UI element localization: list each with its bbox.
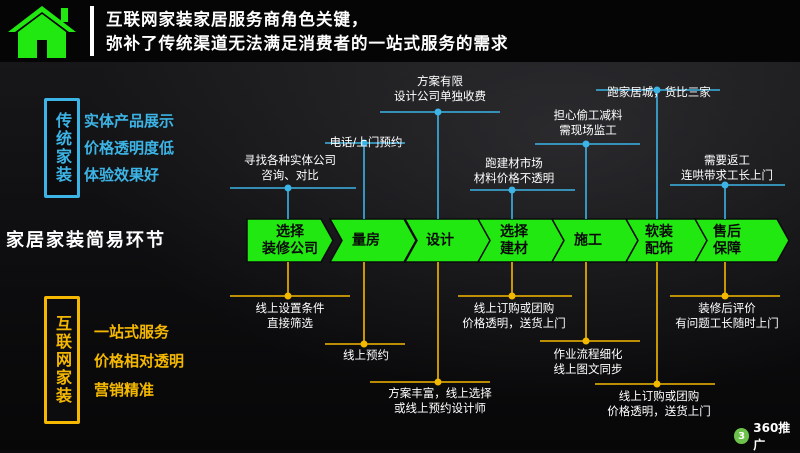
callout-line: 方案丰富，线上选择: [388, 386, 492, 400]
internet-label: 互联网家装: [53, 315, 72, 405]
internet-callout: 线上订购或团购价格透明，送货上门: [607, 389, 711, 419]
page-title: 互联网家装家居服务商角色关键， 弥补了传统渠道无法满足消费者的一站式服务的需求: [106, 8, 509, 56]
header-band: [0, 0, 800, 62]
traditional-label-box: 传统家装: [44, 98, 80, 198]
internet-node: [582, 337, 590, 345]
logo-text: 360推广: [753, 421, 791, 452]
callout-line: 线上预约: [343, 348, 389, 362]
internet-features: 一站式服务 价格相对透明 营销精准: [94, 318, 184, 405]
internet-node: [360, 340, 368, 348]
stage-label-line: 建材: [500, 240, 528, 257]
callout-line: 担心偷工减料: [553, 108, 623, 122]
stage-label-line: 保障: [713, 240, 741, 257]
callout-line: 电话/上门预约: [329, 135, 403, 149]
title-line-2: 弥补了传统渠道无法满足消费者的一站式服务的需求: [106, 34, 509, 53]
stage-label-line: 选择: [500, 223, 528, 240]
stage-label: 施工: [574, 232, 602, 249]
stage-label-line: 设计: [426, 232, 454, 248]
internet-callout: 作业流程细化线上图文同步: [554, 347, 623, 377]
stage-label-line: 选择: [276, 223, 304, 240]
callout-line: 线上订购或团购: [618, 389, 700, 403]
traditional-feature: 价格透明度低: [84, 139, 175, 157]
callout-line: 装修后评价: [698, 301, 756, 315]
internet-label-box: 互联网家装: [44, 296, 80, 424]
callout-line: 跑建材市场: [485, 156, 543, 170]
stage-label-line: 软装: [645, 223, 673, 240]
internet-callout: 方案丰富，线上选择或线上预约设计师: [388, 386, 492, 416]
house-icon: [8, 6, 76, 58]
stage-label-line: 装修公司: [262, 240, 318, 257]
stage-label: 设计: [426, 232, 454, 249]
traditional-feature: 体验效果好: [84, 166, 160, 184]
traditional-node: [508, 186, 516, 194]
stage-label-line: 配饰: [645, 240, 673, 257]
callout-line: 线上图文同步: [553, 362, 623, 376]
traditional-feature: 实体产品展示: [84, 112, 175, 130]
callout-line: 价格透明，送货上门: [607, 404, 711, 418]
traditional-node: [653, 86, 661, 94]
internet-node: [284, 292, 292, 300]
traditional-node: [721, 181, 729, 189]
traditional-callout: 跑建材市场材料价格不透明: [474, 156, 555, 186]
traditional-callout: 担心偷工减料需现场监工: [554, 108, 623, 138]
callout-line: 连哄带求工长上门: [681, 168, 773, 182]
callout-line: 直接筛选: [267, 316, 313, 330]
internet-callout: 线上预约: [343, 348, 389, 363]
stage-label-line: 量房: [352, 232, 380, 248]
callout-line: 或线上预约设计师: [394, 401, 486, 415]
callout-line: 寻找各种实体公司: [244, 153, 336, 167]
traditional-callout: 需要返工连哄带求工长上门: [681, 153, 773, 183]
traditional-callout: 方案有限设计公司单独收费: [394, 74, 486, 104]
title-line-1: 互联网家装家居服务商角色关键，: [106, 10, 369, 29]
stage-label: 软装配饰: [645, 224, 673, 258]
callout-line: 设计公司单独收费: [394, 89, 486, 103]
traditional-features: 实体产品展示 价格透明度低 体验效果好: [84, 108, 174, 189]
internet-feature: 价格相对透明: [94, 352, 185, 370]
internet-feature: 一站式服务: [94, 323, 170, 341]
stage-arrow: [693, 218, 790, 263]
stage-label: 选择建材: [500, 224, 528, 258]
internet-node: [653, 380, 661, 388]
callout-line: 材料价格不透明: [473, 171, 555, 185]
traditional-label: 传统家装: [53, 112, 72, 184]
logo-mark: 3: [734, 428, 750, 444]
callout-line: 有问题工长随时上门: [675, 316, 779, 330]
traditional-callout: 寻找各种实体公司咨询、对比: [244, 153, 336, 183]
stage-label: 选择装修公司: [262, 224, 318, 258]
brand-logo: 3 360推广: [734, 421, 800, 452]
callout-line: 咨询、对比: [261, 168, 319, 182]
traditional-node: [360, 139, 368, 147]
internet-node: [721, 292, 729, 300]
traditional-node: [582, 140, 590, 148]
stage-label: 量房: [352, 232, 380, 249]
callout-line: 需现场监工: [559, 123, 617, 137]
internet-callout: 线上设置条件直接筛选: [256, 301, 325, 331]
stage-arrow: [328, 218, 417, 263]
stages-label: 家居家装简易环节: [6, 230, 166, 251]
internet-node: [508, 292, 516, 300]
callout-line: 跑家居城，货比三家: [607, 85, 711, 99]
stage-label-line: 施工: [574, 232, 602, 248]
callout-line: 需要返工: [704, 153, 750, 167]
callout-line: 线上设置条件: [255, 301, 325, 315]
callout-line: 方案有限: [417, 74, 463, 88]
internet-callout: 装修后评价有问题工长随时上门: [675, 301, 779, 331]
stage-arrow: [246, 218, 334, 263]
header-accent-bar: [90, 6, 94, 56]
traditional-node: [434, 108, 442, 116]
stage-label: 售后保障: [713, 224, 741, 258]
callout-line: 线上订购或团购: [473, 301, 555, 315]
internet-callout: 线上订购或团购价格透明，送货上门: [462, 301, 566, 331]
internet-feature: 营销精准: [94, 381, 155, 399]
traditional-callout: 跑家居城，货比三家: [607, 85, 711, 100]
callout-line: 价格透明，送货上门: [462, 316, 566, 330]
internet-node: [434, 378, 442, 386]
stage-label-line: 售后: [713, 223, 741, 240]
traditional-callout: 电话/上门预约: [330, 135, 403, 150]
callout-line: 作业流程细化: [553, 347, 623, 361]
traditional-node: [284, 184, 292, 192]
